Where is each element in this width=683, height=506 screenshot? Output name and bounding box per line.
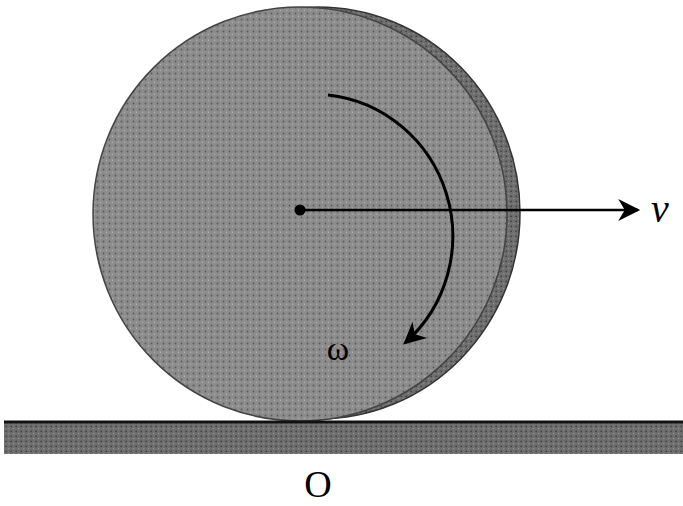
angular-velocity-arrow: [328, 95, 453, 343]
contact-point-label: O: [304, 465, 331, 503]
velocity-arrow: [300, 209, 638, 212]
disc: [93, 7, 507, 421]
ground: [4, 422, 683, 454]
angular-velocity-label: ω: [327, 332, 349, 366]
velocity-label: v: [651, 189, 669, 229]
ground-surface: [4, 421, 683, 424]
